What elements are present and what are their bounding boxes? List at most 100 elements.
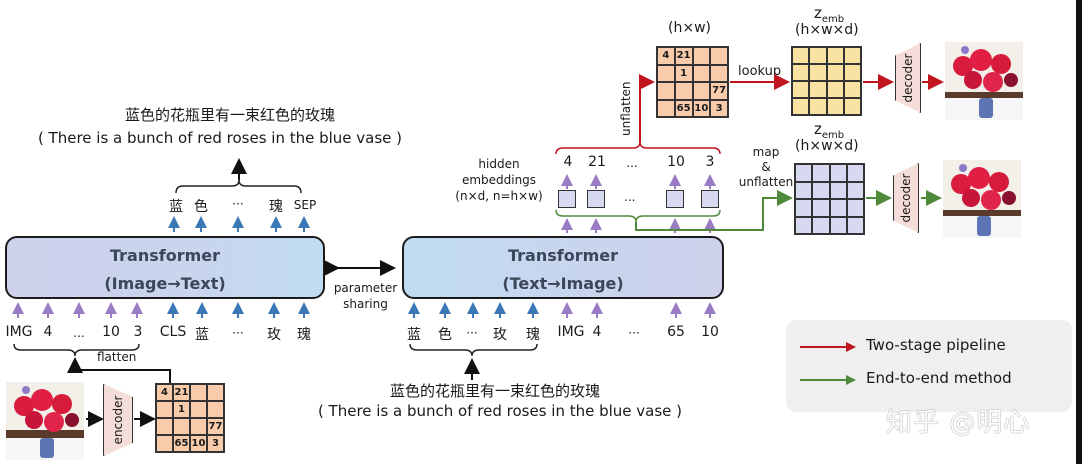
grid-cell <box>795 181 813 199</box>
grid-cell: 65 <box>173 435 190 452</box>
grid-cell <box>829 199 847 217</box>
red-unflatten-path <box>639 74 655 142</box>
input-caption-chinese: 蓝色的花瓶里有一束红色的玫瑰 <box>389 382 600 400</box>
parameter-sharing-line2: sharing <box>343 297 388 311</box>
grid-cell <box>657 82 675 100</box>
parameter-sharing-line1: parameter <box>333 281 398 295</box>
grid-cell <box>826 81 844 98</box>
roses-illustration <box>6 382 84 460</box>
transformer-text-to-image: Transformer (Text→Image) <box>402 236 724 299</box>
input-image-roses <box>6 382 84 460</box>
grid-cell <box>692 64 711 82</box>
grid-cell: 77 <box>207 418 224 435</box>
grid-cell <box>809 98 827 115</box>
right-text-input-arrows <box>408 302 539 318</box>
grid-cell: 65 <box>674 99 693 117</box>
hidden-embedding-arrows <box>561 174 716 233</box>
grid-cell <box>795 216 813 234</box>
left-input-token: 4 <box>43 324 53 340</box>
right-input-token: IMG <box>557 324 585 340</box>
hidden-embedding-box <box>587 190 605 208</box>
lookup-label: lookup <box>738 64 782 79</box>
grid-cell <box>190 401 207 418</box>
left-input-token: ... <box>73 326 85 340</box>
grid-cell: 4 <box>156 384 173 401</box>
hidden-embedding-box <box>666 190 684 208</box>
encoder-token-grid: 4 21 1 77 65 10 3 <box>155 383 225 453</box>
grid-cell <box>846 164 864 182</box>
grid-cell <box>792 64 810 81</box>
grid-cell <box>792 81 810 98</box>
grid-cell <box>809 47 827 64</box>
right-input-token: 瑰 <box>526 327 540 343</box>
left-input-token: 蓝 <box>195 327 209 343</box>
legend-red-arrowhead <box>846 342 856 352</box>
grid-cell <box>812 199 830 217</box>
grid-cell <box>812 216 830 234</box>
zemb-label-bottom: zemb <box>814 120 844 141</box>
grid-cell <box>826 64 844 81</box>
grid-cell: 21 <box>173 384 190 401</box>
input-caption-english: ( There is a bunch of red roses in the b… <box>317 402 683 420</box>
grid-cell: 1 <box>674 64 693 82</box>
embedding-grid-lookup <box>791 46 862 116</box>
green-map-path <box>635 190 793 231</box>
flatten-label: flatten <box>97 350 137 364</box>
grid-cell: 4 <box>657 47 675 65</box>
grid-cell <box>156 435 173 452</box>
green-brace <box>555 209 721 223</box>
text-token-brace <box>409 343 538 357</box>
right-input-token: 4 <box>592 324 602 340</box>
left-text-input-arrows <box>167 302 310 318</box>
right-image-input-arrows <box>561 302 716 318</box>
right-input-token: 蓝 <box>407 327 421 343</box>
grid-cell <box>846 199 864 217</box>
output-caption-chinese: 蓝色的花瓶里有一束红色的玫瑰 <box>124 106 335 124</box>
left-input-token: CLS <box>159 324 187 340</box>
grid-cell <box>173 418 190 435</box>
right-input-token: 玫 <box>493 327 507 343</box>
grid-cell: 3 <box>207 435 224 452</box>
map-line1: map <box>752 145 780 159</box>
grid-cell <box>190 384 207 401</box>
grid-cell <box>826 98 844 115</box>
grid-cell <box>657 99 675 117</box>
left-output-token: 蓝 <box>169 199 183 215</box>
grid-cell <box>156 401 173 418</box>
grid-cell <box>207 384 224 401</box>
zemb-symbol: z <box>814 120 822 138</box>
grid-cell <box>207 401 224 418</box>
left-input-token: ··· <box>232 326 244 340</box>
output-brace <box>175 179 302 194</box>
flatten-arrow <box>67 357 171 383</box>
left-input-token: IMG <box>5 324 33 340</box>
grid-cell <box>692 82 711 100</box>
grid-cell <box>812 181 830 199</box>
legend-item-end-to-end: End-to-end method <box>866 369 1012 387</box>
zemb-subscript: emb <box>821 14 845 25</box>
roses-illustration <box>943 160 1021 238</box>
hidden-embeddings-label: hidden embeddings (n×d, n=h×w) <box>444 156 554 204</box>
grid-cell <box>674 82 693 100</box>
grid-cell <box>692 47 711 65</box>
hidden-embedding-box <box>701 190 719 208</box>
grid-cell <box>812 164 830 182</box>
left-output-token: 色 <box>194 199 208 215</box>
grid-cell <box>795 199 813 217</box>
right-output-token: ... <box>626 156 638 170</box>
grid-cell <box>792 47 810 64</box>
grid-cell <box>809 64 827 81</box>
left-output-arrows <box>168 216 310 232</box>
zemb-symbol: z <box>814 4 822 22</box>
right-input-token: 色 <box>438 327 452 343</box>
right-output-token: 4 <box>563 154 573 170</box>
transformer-title: Transformer <box>109 246 220 265</box>
grid-cell: 21 <box>674 47 693 65</box>
grid-cell <box>829 181 847 199</box>
grid-cell <box>190 418 207 435</box>
left-output-token: ··· <box>232 197 244 211</box>
left-input-token: 3 <box>133 324 143 340</box>
grid-cell <box>710 64 728 82</box>
hidden-embedding-dots: ... <box>624 190 636 204</box>
legend-arrows <box>800 342 856 385</box>
